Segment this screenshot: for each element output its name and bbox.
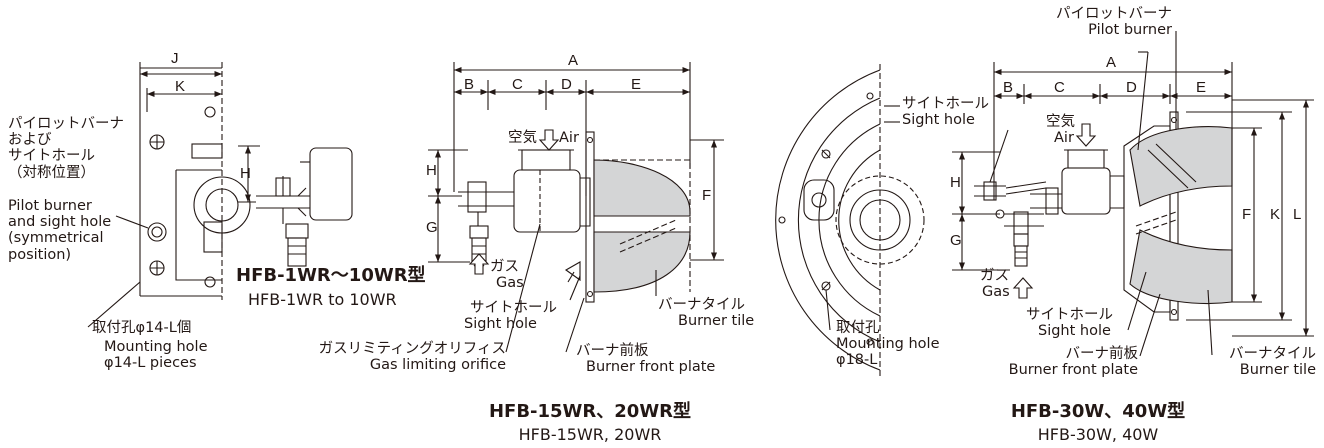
- mid-model-view: [428, 62, 724, 353]
- mid-dim-f: F: [702, 187, 712, 204]
- circ-mount-label: 取付孔 Mounting hole φ18-L: [836, 320, 940, 369]
- dim-j: J: [171, 50, 179, 67]
- right-front-label: バーナ前板 Burner front plate: [1008, 346, 1138, 379]
- right-dim-d: D: [1126, 79, 1137, 96]
- mid-gas-label: ガス Gas: [490, 259, 524, 292]
- right-tile-label: バーナタイル Burner tile: [1229, 346, 1316, 379]
- circ-sight-label: サイトホール Sight hole: [902, 96, 989, 129]
- pilot-label-jp: パイロットバーナ および サイトホール （対称位置）: [8, 116, 124, 181]
- mid-dim-a: A: [568, 52, 579, 69]
- right-dim-e: E: [1196, 79, 1207, 96]
- right-pilot-label: パイロットバーナ Pilot burner: [1056, 6, 1172, 39]
- right-title-jp: HFB-30W、40W型: [1010, 401, 1186, 422]
- mid-front-label: バーナ前板 Burner front plate: [576, 343, 716, 376]
- mid-dim-d: D: [561, 76, 572, 93]
- left-front-view: [87, 62, 251, 328]
- mid-orifice-label: ガスリミティングオリフィス Gas limiting orifice: [318, 341, 506, 374]
- mid-tile-label: バーナタイル Burner tile: [658, 297, 755, 330]
- right-dim-l: L: [1293, 206, 1302, 223]
- right-title-en: HFB-30W, 40W: [1037, 425, 1159, 444]
- mount-label-left-jp: 取付孔φ14-L個: [92, 320, 192, 336]
- circular-front-view: [775, 64, 925, 376]
- mid-title-jp: HFB-15WR、20WR型: [488, 401, 692, 422]
- right-dim-c: C: [1054, 79, 1065, 96]
- right-dim-a: A: [1106, 54, 1117, 71]
- pilot-label-en: Pilot burner and sight hole (symmetrical…: [8, 198, 112, 263]
- right-dim-g: G: [950, 232, 962, 249]
- right-sight-label: サイトホール Sight hole: [1026, 307, 1113, 340]
- right-dim-h: H: [950, 174, 961, 191]
- small-model-view: [238, 145, 353, 267]
- mid-dim-e: E: [631, 76, 642, 93]
- small-title-en: HFB-1WR to 10WR: [248, 290, 397, 309]
- small-dim-h: H: [240, 165, 251, 182]
- mid-title-en: HFB-15WR, 20WR: [518, 425, 662, 444]
- right-dim-b: B: [1003, 79, 1014, 96]
- dim-k: K: [175, 78, 186, 95]
- mid-dim-h: H: [426, 162, 437, 179]
- mid-dim-b: B: [464, 76, 475, 93]
- right-air-label: 空気 Air: [1046, 114, 1075, 147]
- small-title-jp: HFB-1WR～10WR型: [236, 265, 426, 286]
- mid-dim-c: C: [512, 76, 523, 93]
- right-dim-k: K: [1270, 206, 1281, 223]
- mid-sight-label: サイトホール Sight hole: [464, 300, 557, 333]
- right-model-view: [952, 31, 1314, 357]
- mid-dim-g: G: [426, 219, 438, 236]
- mount-label-left-en: Mounting hole φ14-L pieces: [104, 339, 208, 372]
- right-gas-label: ガス Gas: [980, 268, 1010, 301]
- right-dim-f: F: [1242, 206, 1252, 223]
